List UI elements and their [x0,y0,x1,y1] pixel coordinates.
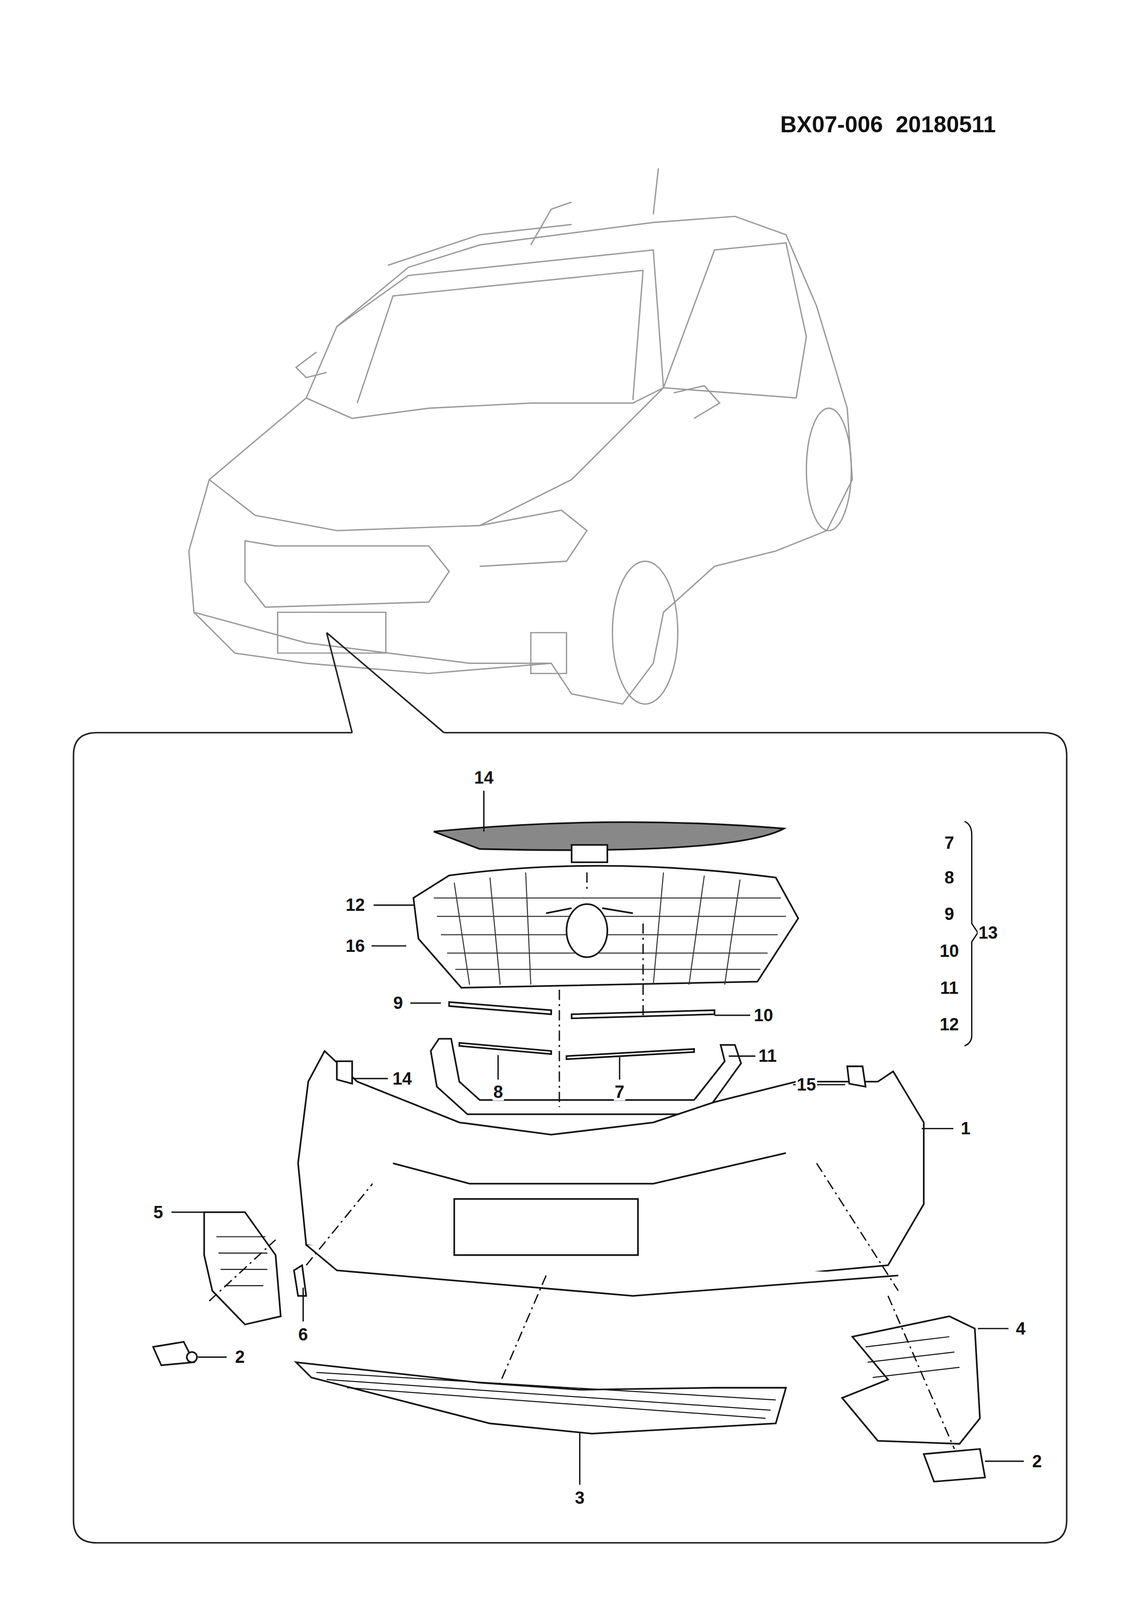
parts [153,822,986,1482]
callout-number: 1 [959,1120,972,1138]
callout-number: 12 [938,1016,960,1034]
detail-frame [73,732,1067,1544]
callout-number: 8 [943,869,955,887]
callout-number: 14 [391,1070,413,1088]
callout-number: 10 [752,1006,774,1025]
callout-number: 7 [613,1083,626,1101]
drawing-number: BX07-006 20180511 [780,113,997,136]
callout-number: 8 [492,1083,504,1101]
callout-number: 9 [943,905,955,924]
callout-number: 13 [977,924,999,942]
callout-number: 10 [938,942,960,960]
callout-number: 9 [392,994,404,1013]
callout-number: 2 [234,1348,246,1367]
vehicle-outline [188,168,853,705]
callout-number: 14 [473,769,495,787]
callout-number: 15 [795,1076,817,1094]
callout-number: 12 [344,896,366,914]
callout-number: 11 [757,1047,778,1065]
detail-pointer [326,632,444,733]
callout-number: 3 [573,1489,586,1508]
callout-number: 4 [1015,1320,1027,1338]
callout-number: 16 [344,937,366,955]
callout-number: 7 [943,834,955,852]
callout-number: 5 [152,1204,164,1222]
callout-number: 6 [297,1326,309,1344]
callout-number: 11 [938,979,960,997]
callout-number: 2 [1031,1453,1043,1471]
